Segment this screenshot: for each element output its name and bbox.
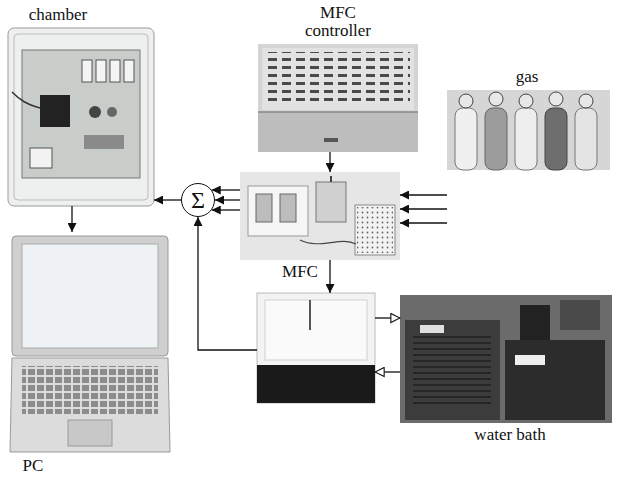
device-label: PC bbox=[8, 457, 58, 476]
gas-cylinders-photo-part bbox=[519, 94, 533, 108]
chamber-photo-part bbox=[84, 135, 124, 149]
mfc-photo bbox=[240, 172, 400, 260]
humidifier-photo-part bbox=[309, 300, 311, 330]
controller-photo-part bbox=[258, 44, 418, 152]
chamber-box: chamber bbox=[8, 28, 154, 206]
laptop-photo bbox=[10, 236, 170, 452]
mfc-photo-part bbox=[240, 172, 400, 260]
mfc-photo-part bbox=[316, 182, 346, 222]
controller-photo-part bbox=[258, 112, 418, 152]
flow-arrow bbox=[375, 371, 400, 372]
water-bath-photo-part bbox=[405, 320, 500, 420]
controller-photo-part bbox=[262, 48, 414, 110]
controller-photo-part bbox=[324, 138, 338, 142]
mfc-box: MFC bbox=[240, 172, 400, 260]
flow-arrow bbox=[215, 199, 240, 200]
flow-arrow bbox=[400, 194, 447, 195]
chamber-photo-part bbox=[40, 95, 70, 127]
gas-cylinders-photo-part bbox=[545, 108, 567, 170]
water-bath-photo-part bbox=[505, 340, 605, 420]
pc-box: PC bbox=[8, 232, 170, 454]
humidifier-photo-part bbox=[265, 300, 367, 360]
flow-arrow bbox=[400, 222, 447, 223]
laptop-photo-part bbox=[12, 236, 168, 356]
junction-symbol: Σ bbox=[191, 188, 205, 212]
laptop-photo-part bbox=[22, 366, 158, 414]
laptop-photo-part bbox=[68, 420, 112, 446]
chamber-photo-part bbox=[14, 34, 148, 200]
flow-arrow bbox=[400, 208, 447, 209]
water-bath-photo-part bbox=[420, 325, 444, 333]
chamber-photo bbox=[8, 28, 154, 206]
chamber-photo-part bbox=[107, 107, 117, 117]
water-bath-box: water bath bbox=[400, 295, 612, 423]
gas-cylinders-photo-part bbox=[459, 94, 473, 108]
device-label: chamber bbox=[8, 6, 108, 25]
gas-cylinders-photo-part bbox=[515, 108, 537, 170]
water-bath-photo-part bbox=[413, 335, 491, 405]
humidifier-photo-part bbox=[257, 365, 375, 403]
laptop-photo-part bbox=[22, 244, 158, 348]
device-label: MFC controller bbox=[293, 4, 383, 41]
gas-cylinders-photo-part bbox=[489, 92, 503, 106]
chamber-photo-part bbox=[82, 60, 92, 82]
gas-cylinders-photo bbox=[447, 90, 610, 170]
gas-cylinders-photo-part bbox=[549, 92, 563, 106]
device-label: water bath bbox=[440, 426, 580, 445]
mfc-photo-part bbox=[330, 176, 332, 182]
chamber-photo-part bbox=[30, 148, 52, 168]
gas-cylinders-photo-part bbox=[485, 108, 507, 170]
controller-photo bbox=[258, 44, 418, 152]
water-bath-photo-part bbox=[520, 305, 550, 340]
humidifier-photo bbox=[257, 293, 375, 403]
summing-junction: Σ bbox=[181, 183, 215, 217]
chamber-photo-part bbox=[89, 106, 101, 118]
gas-cylinders-photo-part bbox=[455, 108, 477, 170]
controller-photo-part bbox=[258, 111, 418, 113]
flow-arrow bbox=[375, 317, 400, 318]
flow-arrow bbox=[198, 217, 257, 350]
controller-photo-part bbox=[266, 52, 410, 104]
device-label: gas bbox=[497, 68, 557, 87]
humidifier-box bbox=[257, 293, 375, 403]
gas-box: gas bbox=[447, 90, 610, 170]
chamber-photo-part bbox=[22, 50, 140, 178]
gas-cylinders-photo-part bbox=[575, 108, 597, 170]
flow-arrow bbox=[212, 189, 240, 190]
device-label: MFC bbox=[270, 263, 330, 282]
flow-arrow bbox=[71, 206, 72, 232]
flow-arrow bbox=[329, 152, 330, 172]
chamber-photo-part bbox=[110, 60, 120, 82]
controller-box: MFC controller bbox=[258, 44, 418, 152]
laptop-photo-part bbox=[10, 358, 170, 452]
chamber-photo-part bbox=[12, 92, 40, 108]
mfc-photo-part bbox=[355, 205, 395, 255]
flow-arrow bbox=[212, 209, 240, 210]
flow-arrow bbox=[329, 260, 330, 293]
water-bath-photo-part bbox=[400, 295, 612, 423]
mfc-photo-part bbox=[248, 186, 308, 236]
gas-cylinders-photo-part bbox=[447, 90, 610, 170]
gas-cylinders-photo-part bbox=[579, 94, 593, 108]
water-bath-photo bbox=[400, 295, 612, 423]
flow-arrow bbox=[154, 199, 181, 200]
mfc-photo-part bbox=[256, 194, 272, 222]
humidifier-photo-part bbox=[257, 293, 375, 403]
mfc-photo-part bbox=[280, 194, 296, 222]
chamber-photo-part bbox=[8, 28, 154, 206]
water-bath-photo-part bbox=[560, 300, 600, 330]
chamber-photo-part bbox=[124, 60, 134, 82]
mfc-photo-part bbox=[357, 207, 393, 253]
chamber-photo-part bbox=[96, 60, 106, 82]
mfc-photo-part bbox=[300, 240, 356, 244]
water-bath-photo-part bbox=[515, 355, 545, 365]
